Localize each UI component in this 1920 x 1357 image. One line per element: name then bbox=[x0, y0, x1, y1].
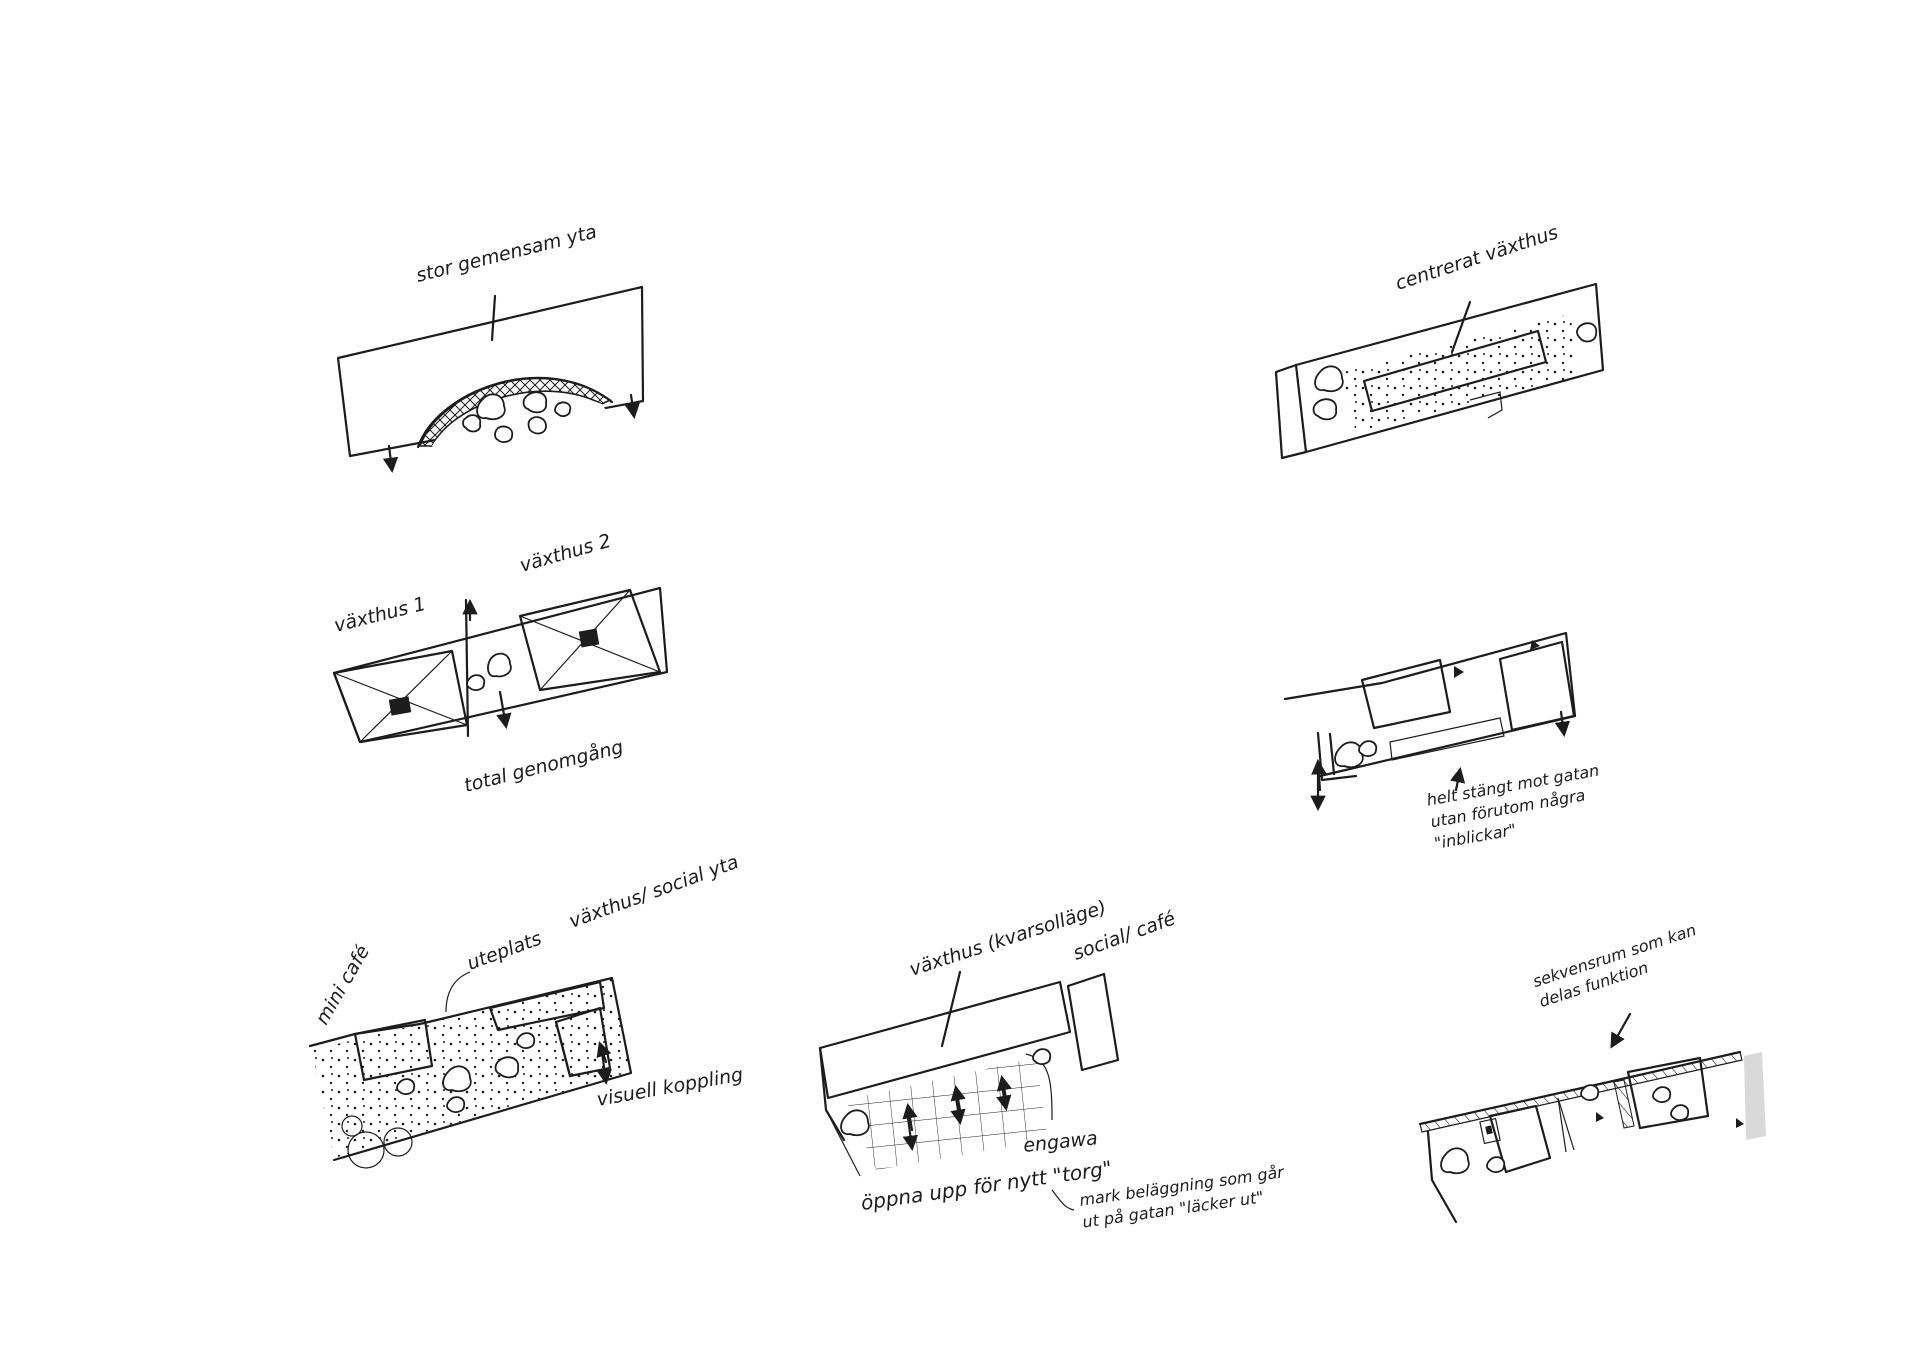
sketch-vaxthus-1-2: växthus 1 växthus 2 total genomgång bbox=[332, 530, 669, 797]
label-total-genomgang: total genomgång bbox=[462, 735, 626, 797]
label-stor-gemensam-yta: stor gemensam yta bbox=[414, 221, 599, 287]
label-vaxthus-2: växthus 2 bbox=[517, 530, 613, 577]
label-vaxthus-1: växthus 1 bbox=[332, 593, 428, 637]
sketch-mini-cafe: mini café uteplats växthus/ social yta v… bbox=[308, 851, 745, 1169]
sketch-torg: växthus (kvarsolläge) social/ café engaw… bbox=[818, 896, 1285, 1232]
label-vaxthus-social-yta: växthus/ social yta bbox=[566, 851, 741, 933]
label-helt-stangt: helt stängt mot gatan utan förutom några… bbox=[1425, 760, 1601, 854]
label-centrerat-vaxthus: centrerat växthus bbox=[1393, 221, 1561, 294]
sketch-helt-stangt: helt stängt mot gatan utan förutom några… bbox=[1283, 631, 1601, 854]
sketch-sekvensrum: sekvensrum som kan delas funktion bbox=[1418, 920, 1766, 1224]
label-mini-cafe: mini café bbox=[311, 942, 374, 1029]
sketch-gemensam-yta: stor gemensam yta bbox=[336, 221, 645, 474]
sketch-centrerat-vaxthus: centrerat växthus bbox=[1274, 221, 1605, 460]
label-uteplats: uteplats bbox=[464, 927, 544, 974]
label-sekvensrum: sekvensrum som kan delas funktion bbox=[1530, 920, 1699, 1011]
label-vaxthus-kvarsollage: växthus (kvarsolläge) bbox=[907, 896, 1109, 980]
